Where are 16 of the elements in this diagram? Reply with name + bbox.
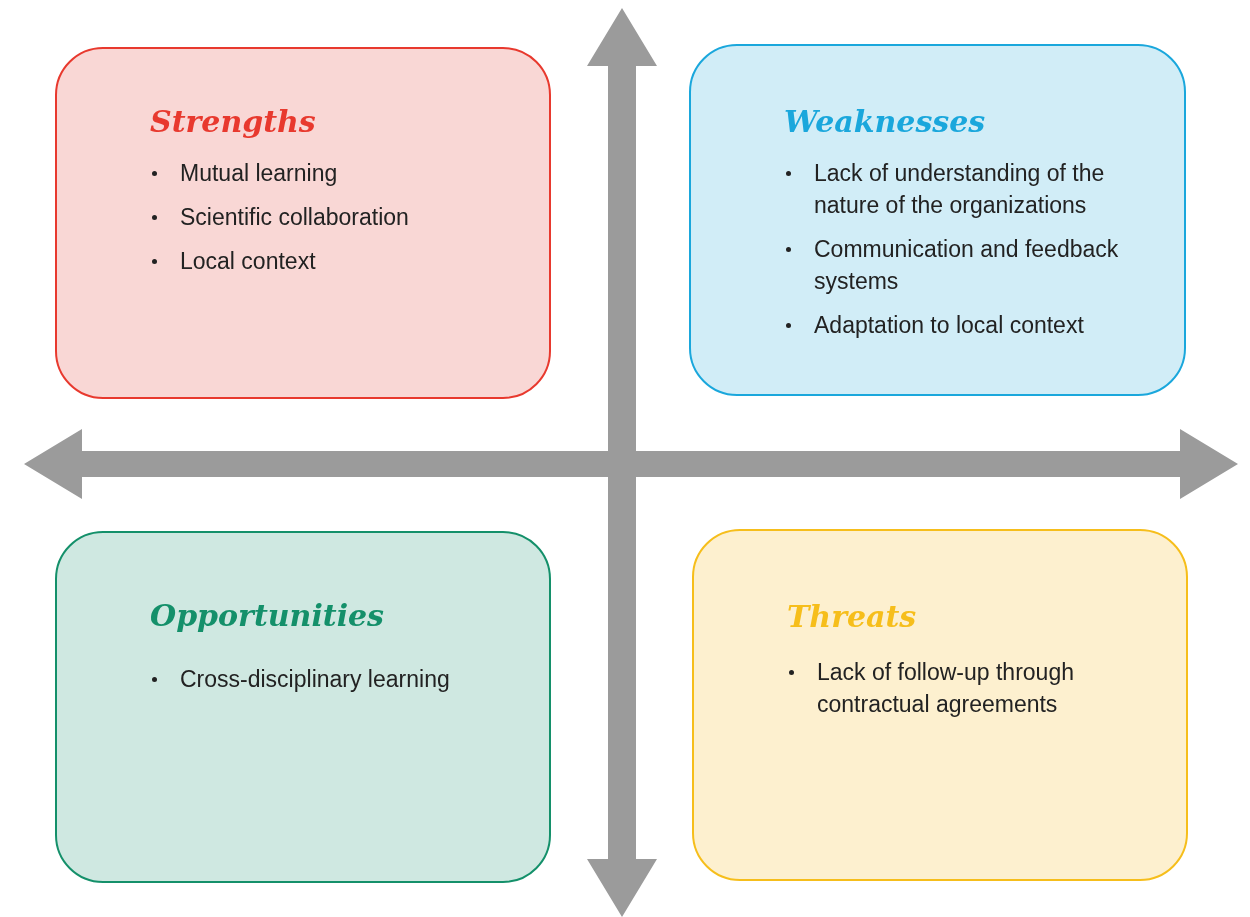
list-item-text: Cross-disciplinary learning <box>180 665 450 694</box>
quadrant-box <box>689 44 1186 396</box>
quadrant-heading: Opportunities <box>150 598 384 633</box>
list-item-text: Lack of follow-up through contractual agreements <box>817 658 1075 719</box>
quadrant-box <box>55 531 551 883</box>
quadrant-box <box>692 529 1188 881</box>
quadrant-heading: Threats <box>787 599 917 634</box>
quadrant-heading: Weaknesses <box>784 104 986 139</box>
list-item-text: Adaptation to local context <box>814 311 1084 340</box>
quadrant-box <box>55 47 551 399</box>
list-item-text: Local context <box>180 247 316 276</box>
list-item-text: Lack of understanding of the nature of the organizations <box>814 159 1106 220</box>
list-item-text: Communication and feedback systems <box>814 235 1120 296</box>
list-item-text: Scientific collaboration <box>180 203 409 232</box>
quadrant-heading: Strengths <box>150 104 316 139</box>
list-item-text: Mutual learning <box>180 159 338 188</box>
